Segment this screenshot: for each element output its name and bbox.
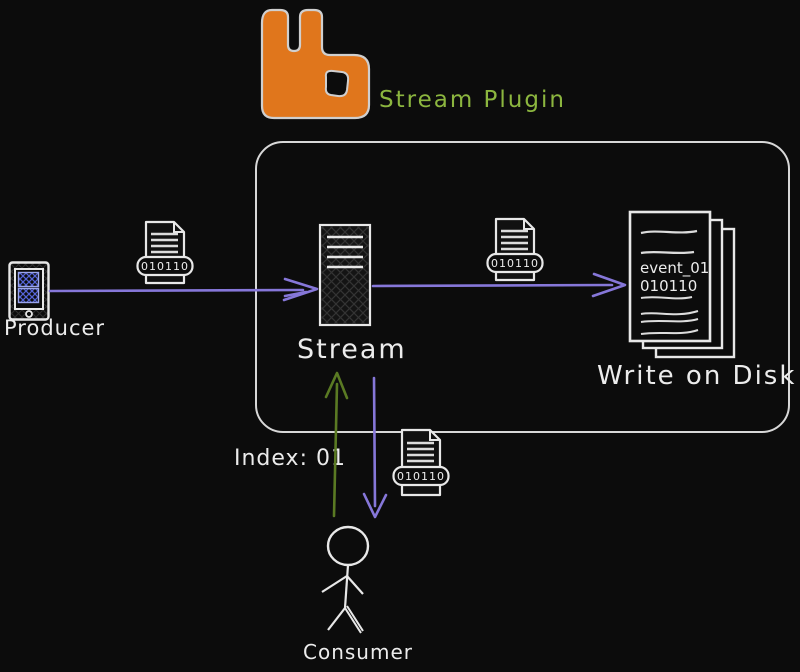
file-badge-text: 010110: [491, 257, 539, 270]
disk-page-binary-text: 010110: [640, 277, 697, 295]
write-on-disk-label: Write on Disk: [597, 361, 797, 391]
rabbitmq-logo-shape: [260, 8, 371, 120]
binary-file-icon: 010110: [486, 217, 544, 282]
producer-phone-icon: [8, 261, 50, 321]
stream-plugin-title: Stream Plugin: [379, 87, 566, 113]
file-badge-text: 010110: [397, 470, 445, 483]
write-on-disk-pages-icon: event_01 010110: [628, 210, 736, 359]
file-badge-text: 010110: [141, 260, 189, 273]
binary-file-icon: 010110: [136, 220, 194, 285]
stream-node: [318, 223, 372, 327]
stream-plugin-container: [255, 141, 790, 433]
stream-label: Stream: [297, 334, 407, 365]
consumer-stick-figure-icon: [321, 525, 370, 634]
index-annotation: Index: 01: [234, 446, 346, 471]
rabbitmq-logo-icon: [260, 8, 371, 120]
rabbitmq-logo-hole: [324, 69, 350, 98]
producer-label: Producer: [4, 316, 106, 340]
consumer-label: Consumer: [303, 640, 413, 664]
disk-page-event-text: event_01: [640, 259, 709, 278]
binary-file-icon: 010110: [392, 428, 450, 497]
